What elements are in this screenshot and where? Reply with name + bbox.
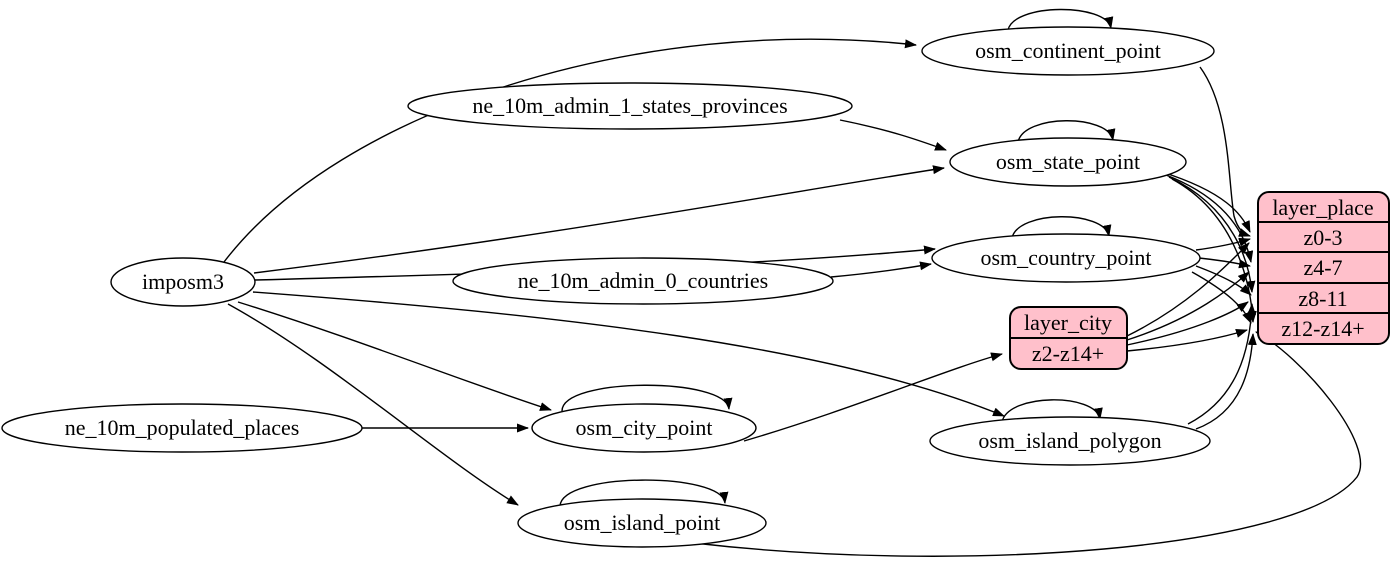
- layer_place-row-z8-11: z8-11: [1298, 286, 1347, 311]
- node-ne_10m_admin_1_states_provinces: ne_10m_admin_1_states_provinces: [407, 82, 853, 130]
- osm_state_point-label: osm_state_point: [996, 149, 1140, 174]
- edge-osm_country_point-to-layer_place-z8-11: [1195, 265, 1252, 296]
- edge-layer_city-to-layer_place-z12-z14: [1126, 329, 1248, 352]
- node-osm_country_point: osm_country_point: [931, 233, 1201, 283]
- ne_10m_admin_1_states_provinces-label: ne_10m_admin_1_states_provinces: [472, 93, 787, 118]
- layer_place-row-z0-3: z0-3: [1303, 225, 1342, 250]
- edge-osm_country_point-to-layer_place-z12-z14: [1191, 271, 1252, 324]
- osm_country_point-shape: [931, 233, 1201, 283]
- osm_island_polygon-label: osm_island_polygon: [978, 428, 1161, 453]
- layer_place-row-z12-z14: z12-z14+: [1281, 316, 1364, 341]
- self-loop-osm_island_polygon: [1001, 399, 1103, 423]
- self-loop-osm_continent_point: [1007, 8, 1114, 31]
- osm_city_point-label: osm_city_point: [576, 415, 713, 440]
- node-osm_island_point: osm_island_point: [517, 498, 767, 548]
- self-loop-osm_city_point: [561, 384, 733, 412]
- node-layer_place: layer_place z0-3 z4-7 z8-11 z12-z14+: [1257, 191, 1390, 345]
- edge-imposm3-to-osm_state_point: [253, 165, 945, 274]
- edge-layer_city-to-layer_place-z0-3: [1126, 242, 1250, 337]
- edge-osm_island_polygon-to-layer_place-z8-11: [1187, 303, 1257, 425]
- edge-osm_island_point-to-layer_place-z12-z14: [693, 331, 1362, 557]
- self-loop-osm_country_point: [1011, 216, 1112, 239]
- ne_10m_admin_0_countries-label: ne_10m_admin_0_countries: [518, 268, 769, 293]
- edge-osm_island_polygon-to-layer_place-z12-z14: [1195, 333, 1257, 430]
- edge-osm_city_point-to-layer_city-z2: [743, 352, 1003, 442]
- edge-ne_10m_admin_0_countries-to-osm_country_point: [830, 261, 932, 278]
- edge-imposm3-to-osm_island_polygon: [252, 291, 1005, 417]
- osm_island_point-label: osm_island_point: [564, 510, 720, 535]
- edge-osm_state_point-to-layer_place-z8-11: [1168, 176, 1256, 293]
- node-osm_city_point: osm_city_point: [531, 403, 757, 453]
- edges: [223, 8, 1362, 557]
- edge-imposm3-to-osm_island_point: [227, 303, 519, 506]
- osm_state_point-shape: [949, 137, 1187, 187]
- ne_10m_admin_1_states_provinces-shape: [407, 82, 853, 130]
- node-ne_10m_admin_0_countries: ne_10m_admin_0_countries: [452, 257, 834, 305]
- imposm3-label: imposm3: [142, 269, 224, 294]
- edge-osm_continent_point-to-layer_place-z0-3: [1199, 66, 1251, 237]
- edge-osm_country_point-to-layer_place-z4-7: [1198, 257, 1251, 269]
- ne_10m_populated_places-shape: [1, 403, 363, 453]
- node-osm_island_polygon: osm_island_polygon: [929, 416, 1211, 466]
- osm_island_polygon-shape: [929, 416, 1211, 466]
- self-loop-osm_state_point: [1017, 120, 1116, 143]
- ne_10m_admin_0_countries-shape: [452, 257, 834, 305]
- node-osm_continent_point: osm_continent_point: [921, 26, 1215, 76]
- layer_place-title: layer_place: [1272, 195, 1373, 220]
- edge-imposm3-to-osm_continent_point: [223, 38, 917, 263]
- osm_continent_point-label: osm_continent_point: [975, 38, 1161, 63]
- edge-imposm3-to-osm_city_point: [237, 301, 552, 411]
- edge-layer_city-to-layer_place-z8-11: [1126, 301, 1249, 346]
- imposm3-shape: [110, 257, 256, 307]
- node-ne_10m_populated_places: ne_10m_populated_places: [1, 403, 363, 453]
- osm_country_point-label: osm_country_point: [980, 245, 1151, 270]
- layer_city-title: layer_city: [1024, 310, 1112, 335]
- self-loop-osm_island_point: [559, 479, 729, 507]
- edge-ne_10m_admin_1_states_provinces-to-osm_state_point: [839, 119, 947, 151]
- osm_city_point-shape: [531, 403, 757, 453]
- layer_city-row-z2-z14: z2-z14+: [1032, 341, 1104, 366]
- edge-osm_country_point-to-layer_place-z0-3: [1195, 237, 1251, 251]
- ne_10m_populated_places-label: ne_10m_populated_places: [65, 415, 300, 440]
- osm_continent_point-shape: [921, 26, 1215, 76]
- node-imposm3: imposm3: [110, 257, 256, 307]
- osm_island_point-shape: [517, 498, 767, 548]
- node-layer_city: layer_city z2-z14+: [1009, 306, 1128, 370]
- edge-osm_state_point-to-layer_place-z0-3: [1161, 171, 1251, 233]
- edge-layer_city-to-layer_place-z4-7: [1126, 271, 1250, 341]
- node-osm_state_point: osm_state_point: [949, 137, 1187, 187]
- layer_place-row-z4-7: z4-7: [1303, 255, 1342, 280]
- layer_place-shape: [1257, 191, 1390, 345]
